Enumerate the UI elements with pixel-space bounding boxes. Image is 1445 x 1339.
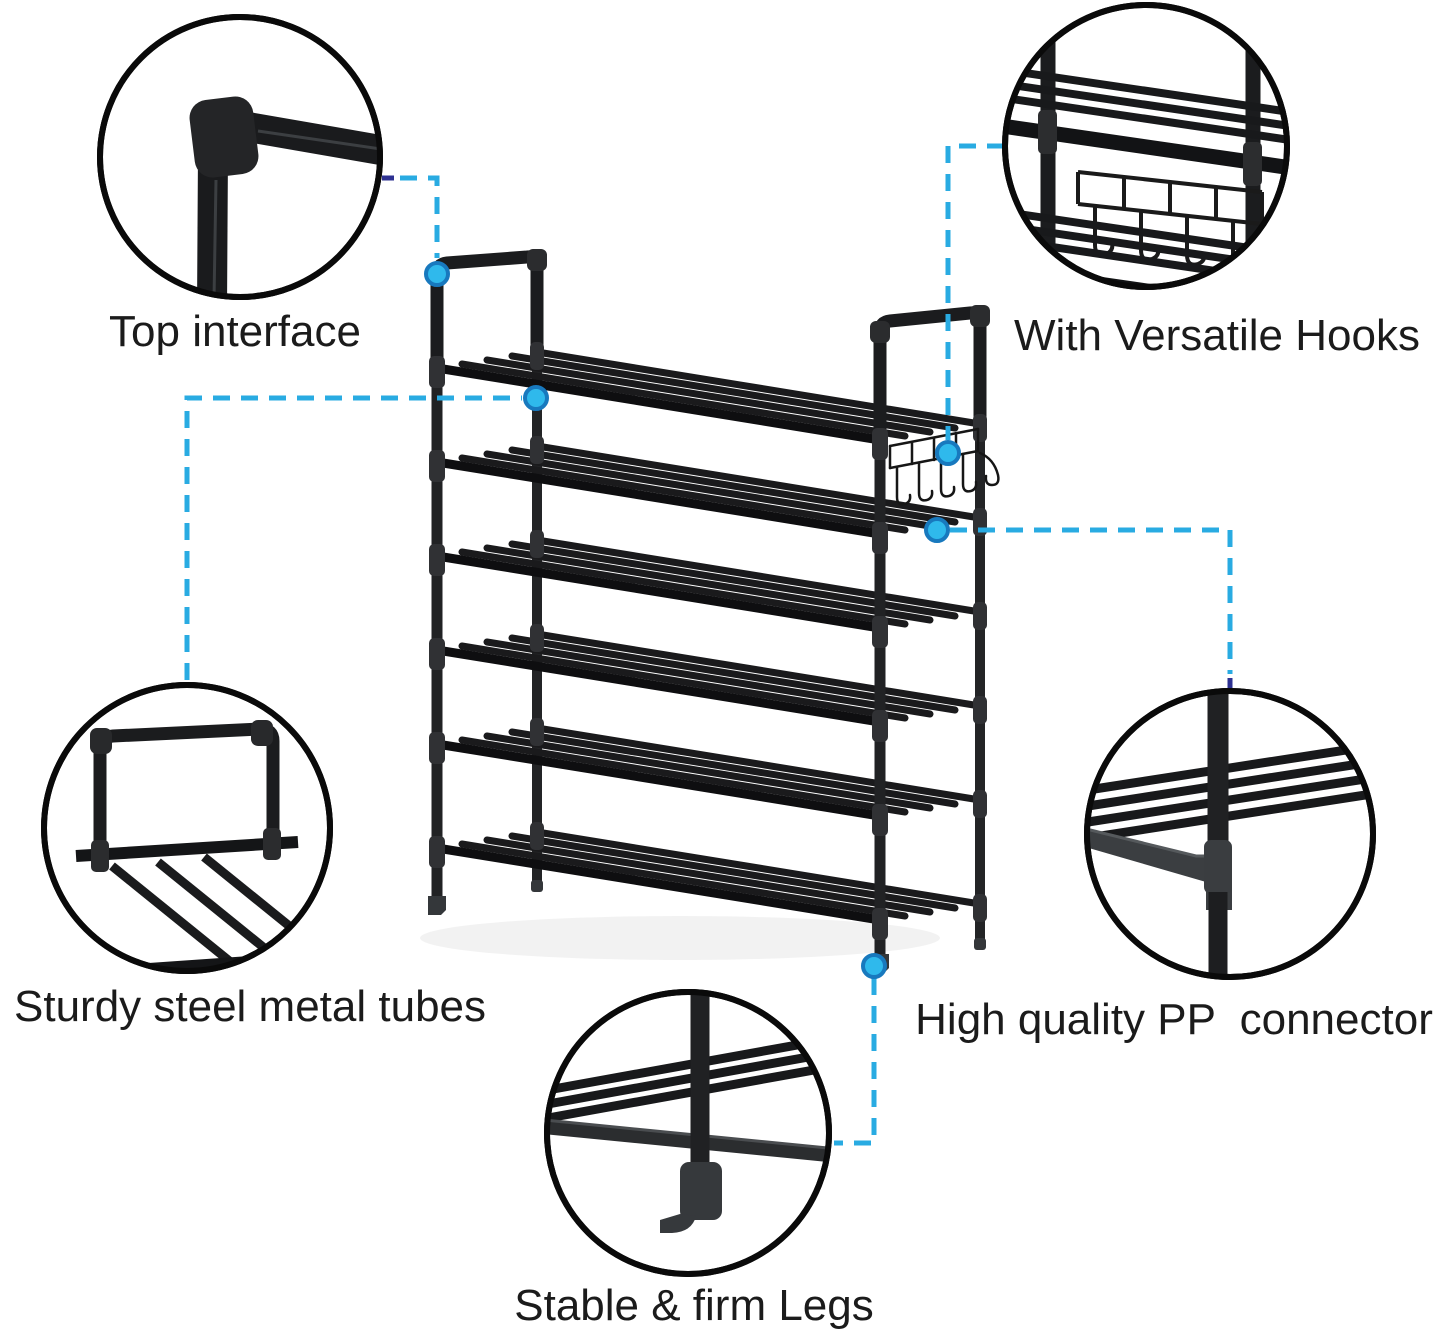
rack-side-hooks <box>888 427 1000 506</box>
magnifier-pp-connector <box>1084 688 1376 980</box>
magnifier-ring <box>1002 2 1290 290</box>
caption-versatile-hooks: With Versatile Hooks <box>1014 311 1420 360</box>
dot-markers <box>424 261 961 979</box>
leader-steel-tubes <box>184 395 522 680</box>
dot-top-interface <box>424 261 450 287</box>
rack-connector-sleeves <box>429 342 987 940</box>
magnifier-steel-tubes <box>41 682 333 974</box>
leader-pp-connector <box>950 527 1233 674</box>
shoe-rack <box>427 249 1000 973</box>
rack-handle-left <box>430 250 544 367</box>
magnifier-ring <box>1084 688 1376 980</box>
caption-steel-tubes: Sturdy steel metal tubes <box>13 982 487 1031</box>
rack-shelves <box>433 348 984 924</box>
rack-shelf-front-edges <box>432 363 885 925</box>
handle-corner-piece <box>870 321 890 343</box>
magnifier-firm-legs <box>544 989 832 1277</box>
leader-versatile-hooks <box>945 143 1004 440</box>
caption-top-interface: Top interface <box>109 307 361 356</box>
magnifier-ring <box>41 682 333 974</box>
dot-steel-tubes <box>523 385 549 411</box>
magnifier-versatile-hooks <box>1002 2 1290 290</box>
leader-lines <box>184 143 1233 1146</box>
leader-firm-legs <box>834 978 877 1146</box>
caption-pp-connector: High quality PP connector <box>915 995 1433 1044</box>
magnifier-ring <box>97 14 383 300</box>
dot-pp-connector <box>924 517 950 543</box>
magnifier-top-interface <box>97 14 383 300</box>
handle-corner-piece <box>527 249 547 271</box>
caption-firm-legs: Stable & firm Legs <box>514 1281 874 1330</box>
rack-shadow <box>420 916 940 960</box>
magnifier-ring <box>544 989 832 1277</box>
leader-top-interface <box>400 175 440 258</box>
dot-versatile-hooks <box>935 440 961 466</box>
handle-corner-piece <box>970 305 990 327</box>
dot-firm-legs <box>861 953 887 979</box>
